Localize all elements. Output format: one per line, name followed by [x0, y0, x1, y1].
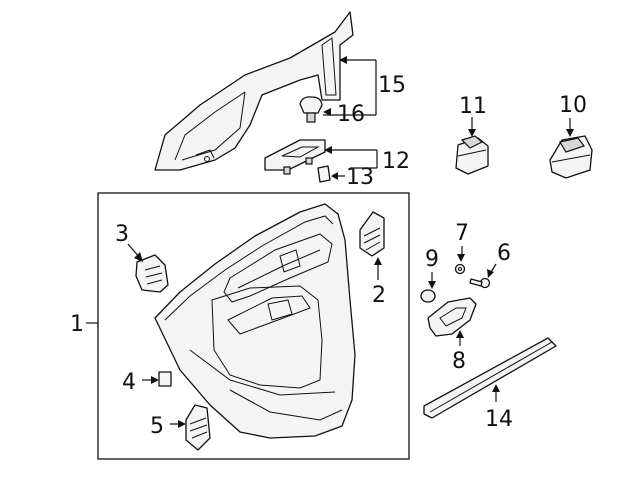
callout-label-3: 3: [115, 222, 129, 247]
callout-label-6: 6: [497, 241, 511, 266]
callout-label-5: 5: [150, 414, 164, 439]
clip-part-4: [158, 371, 172, 387]
door-panel-frame: [97, 192, 410, 460]
callout-label-12: 12: [382, 149, 410, 174]
plug-part-9: [420, 289, 436, 303]
door-handle-part: [427, 297, 477, 337]
callout-label-9: 9: [425, 247, 439, 272]
callout-label-13: 13: [346, 165, 374, 190]
callout-label-4: 4: [122, 370, 136, 395]
callout-label-15: 15: [378, 73, 406, 98]
callout-label-1: 1: [70, 312, 84, 337]
callout-label-11: 11: [459, 94, 487, 119]
window-trim-part: [154, 11, 354, 171]
switch-bezel-part: [264, 139, 326, 175]
screw-part-6: [469, 277, 491, 289]
bracket-part-2: [359, 211, 385, 257]
callout-label-16: 16: [337, 102, 365, 127]
callout-label-10: 10: [559, 93, 587, 118]
window-switch-part-10: [549, 135, 593, 179]
bracket-part-5: [185, 404, 211, 451]
small-clip-part: [317, 165, 331, 183]
callout-label-14: 14: [485, 407, 513, 432]
door-panel-part: [154, 203, 356, 439]
callout-label-7: 7: [455, 221, 469, 246]
push-clip-part: [299, 96, 323, 123]
sill-plate-part: [423, 337, 557, 419]
window-switch-part-11: [455, 135, 489, 175]
nut-part-7: [454, 263, 466, 275]
callout-label-2: 2: [372, 283, 386, 308]
callout-labels: 15 16 12 13 11 10 1 3 2 4 5 9 7 6 8 14: [70, 73, 587, 439]
bracket-part-3: [135, 254, 169, 293]
leader-lines: [86, 56, 574, 428]
callout-label-8: 8: [452, 349, 466, 374]
